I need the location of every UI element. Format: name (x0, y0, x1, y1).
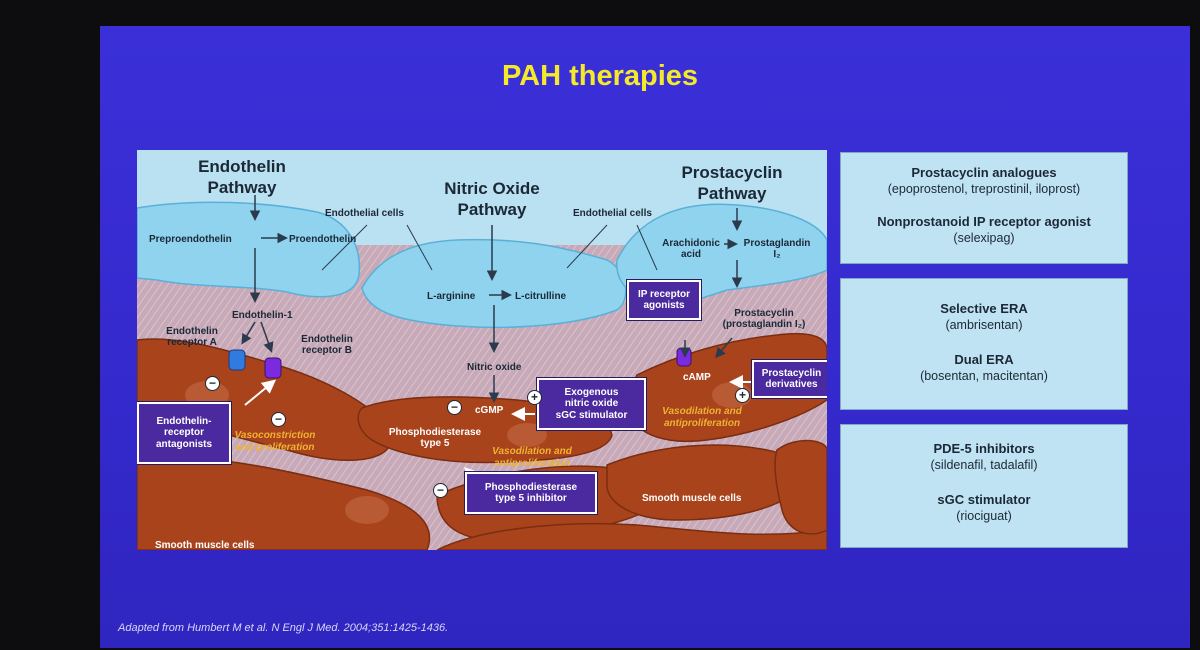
arrow-white (244, 379, 277, 406)
prostacyclin-therapies-panel: Prostacyclin analogues (epoprostenol, tr… (840, 152, 1128, 264)
endothelial-cells-label-2: Endothelial cells (573, 208, 652, 219)
inhibit-sign: − (271, 412, 286, 427)
panel-subtext: (selexipag) (953, 231, 1015, 245)
inhibit-sign: − (447, 400, 462, 415)
slide-title: PAH therapies (501, 60, 699, 92)
pointer-line (636, 224, 658, 271)
panel-heading: Nonprostanoid IP receptor agonist (877, 214, 1091, 229)
panel-heading: Selective ERA (940, 301, 1028, 316)
l-citrulline-label: L-citrulline (515, 291, 567, 302)
panel-heading: Prostacyclin analogues (911, 165, 1057, 180)
panel-subtext: (riociguat) (956, 509, 1012, 523)
inhibit-sign: − (205, 376, 220, 391)
stimulate-sign: + (735, 388, 750, 403)
ip-receptor-shape (676, 347, 692, 367)
arrow (241, 321, 256, 345)
prostacyclin-label: Prostacyclin(prostaglandin I₂) (722, 308, 806, 330)
smooth-muscle-cell-7 (436, 523, 827, 550)
preproendothelin-label: Preproendothelin (149, 234, 232, 245)
endothelial-cell-left (137, 201, 361, 298)
l-arginine-label: L-arginine (427, 291, 476, 302)
panel-heading: sGC stimulator (937, 492, 1031, 507)
panel-subtext: (ambrisentan) (945, 318, 1023, 332)
panel-subtext: (bosentan, macitentan) (920, 369, 1048, 383)
stimulate-sign: + (527, 390, 542, 405)
panel-heading: Dual ERA (954, 352, 1014, 367)
endothelin-receptor-b-shape (264, 357, 282, 379)
endothelin-receptor-a-shape (228, 349, 246, 371)
arrow (715, 337, 733, 359)
no-pathway-therapies-panel: PDE-5 inhibitors (sildenafil, tadalafil)… (840, 424, 1128, 548)
pointer-line (566, 224, 608, 269)
cgmp-label: cGMP (475, 405, 504, 416)
proendothelin-label: Proendothelin (289, 234, 357, 245)
arrow (260, 321, 274, 353)
endothelin-1-label: Endothelin-1 (232, 310, 293, 321)
smooth-muscle-cells-label-1: Smooth muscle cells (155, 540, 255, 550)
endothelial-cells-label-1: Endothelial cells (325, 208, 404, 219)
camp-label: cAMP (683, 372, 711, 383)
pointer-line (321, 224, 368, 271)
nitric-oxide-label: Nitric oxide (467, 362, 522, 373)
smooth-muscle-cells-label-2: Smooth muscle cells (642, 493, 742, 504)
panel-subtext: (epoprostenol, treprostinil, iloprost) (887, 182, 1081, 196)
pointer-line (406, 224, 433, 271)
panel-heading: PDE-5 inhibitors (933, 441, 1035, 456)
smooth-muscle-cell-8 (774, 439, 827, 535)
era-therapies-panel: Selective ERA (ambrisentan) Dual ERA (bo… (840, 278, 1128, 410)
panel-subtext: (sildenafil, tadalafil) (930, 458, 1038, 472)
citation: Adapted from Humbert M et al. N Engl J M… (118, 622, 449, 634)
nucleus (345, 496, 389, 524)
inhibit-sign: − (433, 483, 448, 498)
